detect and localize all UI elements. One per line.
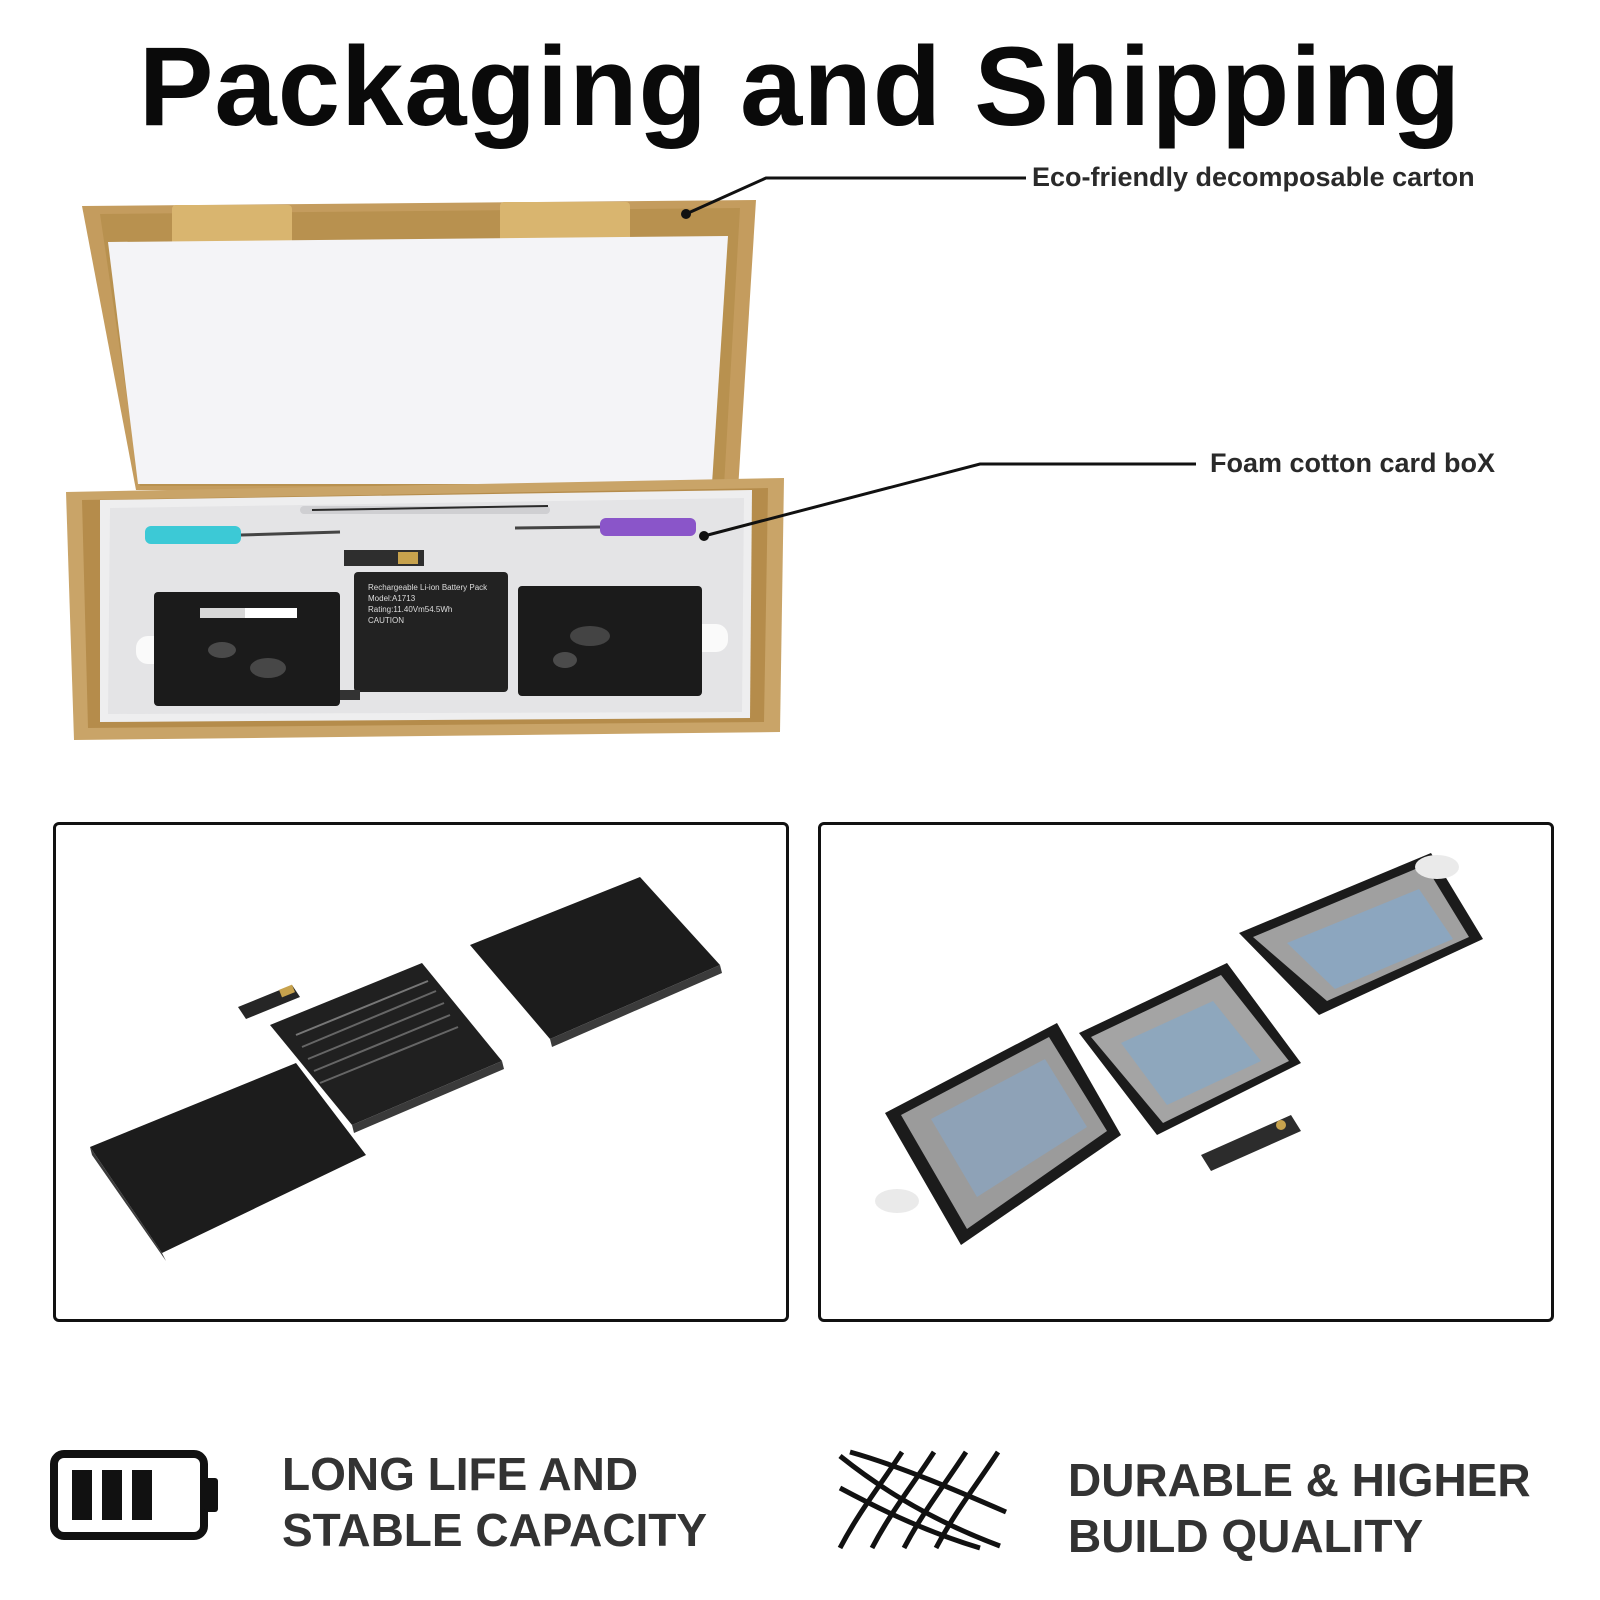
- feature-durable-line2: BUILD QUALITY: [1068, 1510, 1424, 1562]
- adhesive-tab: [875, 1189, 919, 1213]
- battery-icon: [50, 1450, 218, 1540]
- carton-tab: [500, 202, 630, 242]
- battery-label-line4: CAUTION: [368, 616, 404, 625]
- feature-durable-line1: DURABLE & HIGHER: [1068, 1454, 1531, 1506]
- carton-tab: [172, 205, 292, 245]
- lid-foam: [108, 236, 728, 484]
- feature-long-life-line2: STABLE CAPACITY: [282, 1504, 708, 1556]
- battery-in-box: Rechargeable Li-ion Battery Pack Model:A…: [136, 550, 728, 706]
- feature-durable: DURABLE & HIGHER BUILD QUALITY: [1068, 1452, 1531, 1564]
- page-title: Packaging and Shipping: [138, 24, 1462, 149]
- feature-long-life-line1: LONG LIFE AND: [282, 1448, 639, 1500]
- callout-carton-label: Eco-friendly decomposable carton: [1032, 162, 1475, 192]
- battery-back-panel: [818, 822, 1554, 1322]
- battery-label-line1: Rechargeable Li-ion Battery Pack: [368, 583, 488, 592]
- callout-foam-label: Foam cotton card boX: [1210, 448, 1496, 478]
- battery-cell-right: [470, 877, 720, 1039]
- callout-line-carton: [685, 176, 1026, 216]
- battery-label-line3: Rating:11.40Vm54.5Wh: [368, 605, 452, 614]
- feature-long-life: LONG LIFE AND STABLE CAPACITY: [282, 1446, 707, 1558]
- battery-cell-left: [90, 1063, 366, 1253]
- packaging-box-illustration: Rechargeable Li-ion Battery Pack Model:A…: [66, 176, 1196, 740]
- callout-line-foam: [703, 462, 1196, 538]
- screwdriver-purple: [600, 518, 696, 536]
- battery-front-image: [90, 877, 722, 1261]
- screwdriver-cyan: [145, 526, 241, 544]
- battery-back-connector: [1201, 1115, 1301, 1171]
- adhesive-tab: [1415, 855, 1459, 879]
- battery-label-line2: Model:A1713: [368, 594, 416, 603]
- battery-front-panel: [53, 822, 789, 1322]
- battery-back-image: [875, 853, 1483, 1245]
- twisted-rope-icon: [837, 1449, 1007, 1551]
